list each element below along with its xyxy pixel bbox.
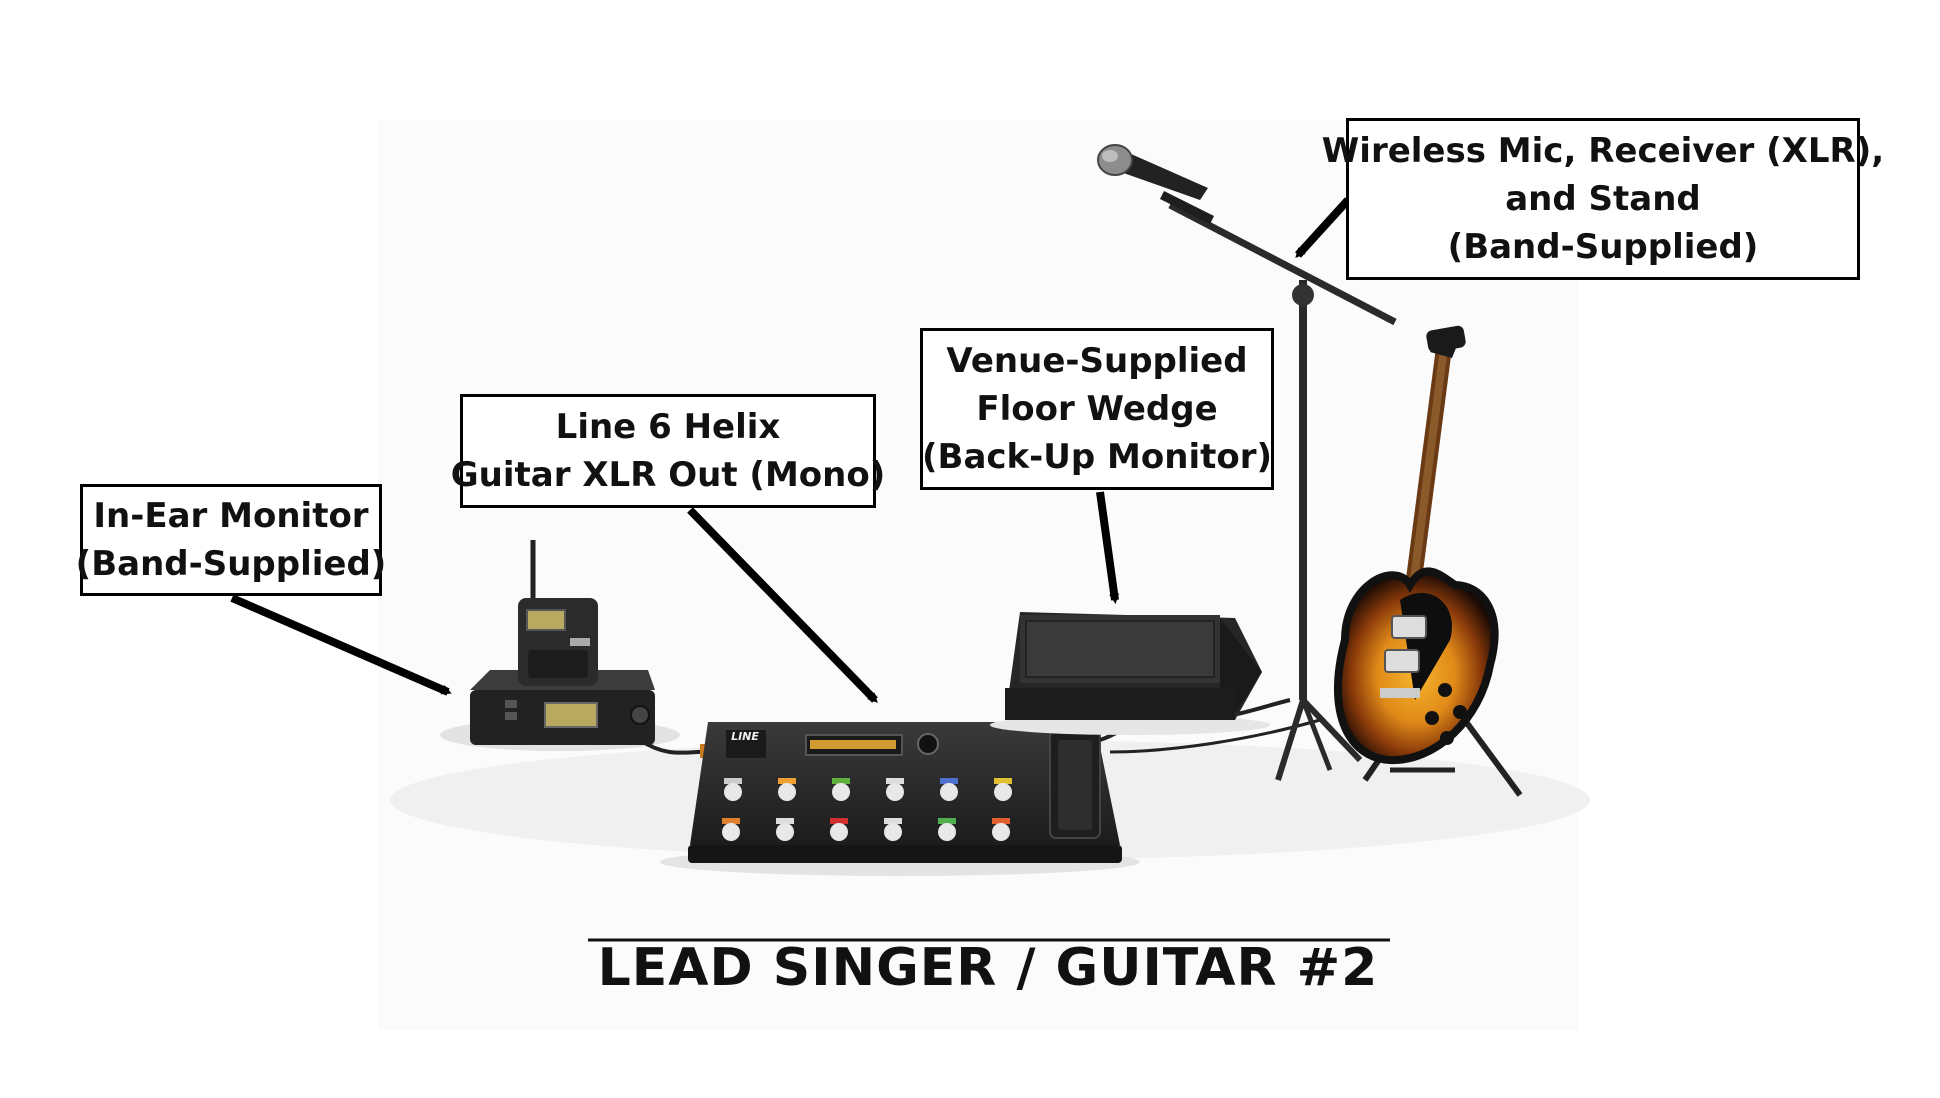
electric-guitar [1333,325,1523,797]
callout-mic-line-2: and Stand [1505,179,1701,219]
floor-wedge-monitor [990,612,1270,735]
footswitch-row-2 [722,818,1010,841]
callout-mic-line-1: Wireless Mic, Receiver (XLR), [1321,131,1885,171]
helix-floorboard: LINE [660,722,1140,876]
callout-line6-helix: Line 6 Helix Guitar XLR Out (Mono) [451,394,885,508]
in-ear-monitor-device [440,540,680,751]
callout-floor-wedge: Venue-Supplied Floor Wedge (Back-Up Moni… [920,328,1274,490]
callout-wireless-mic: Wireless Mic, Receiver (XLR), and Stand … [1322,118,1884,280]
callout-iem-line-1: In-Ear Monitor [93,496,369,536]
callout-iem-line-2: (Band-Supplied) [75,544,387,584]
microphone [1097,144,1208,200]
mic-stand [1159,190,1397,781]
arrow-mic [1295,197,1351,258]
callout-mic-line-3: (Band-Supplied) [1447,227,1759,267]
arrow-helix [687,507,878,703]
callout-in-ear-monitor: In-Ear Monitor (Band-Supplied) [76,484,386,596]
callout-wedge-line-3: (Back-Up Monitor) [921,437,1273,477]
callout-wedge-line-1: Venue-Supplied [946,341,1248,381]
diagram-title: LEAD SINGER / GUITAR #2 [597,938,1379,998]
callout-helix-line-1: Line 6 Helix [555,407,781,447]
arrow-wedge [1096,491,1120,604]
arrow-iem [230,594,452,696]
callout-helix-line-2: Guitar XLR Out (Mono) [450,455,886,495]
callout-wedge-line-2: Floor Wedge [976,389,1218,429]
helix-logo: LINE [731,730,759,743]
footswitch-row-1 [724,778,1012,801]
